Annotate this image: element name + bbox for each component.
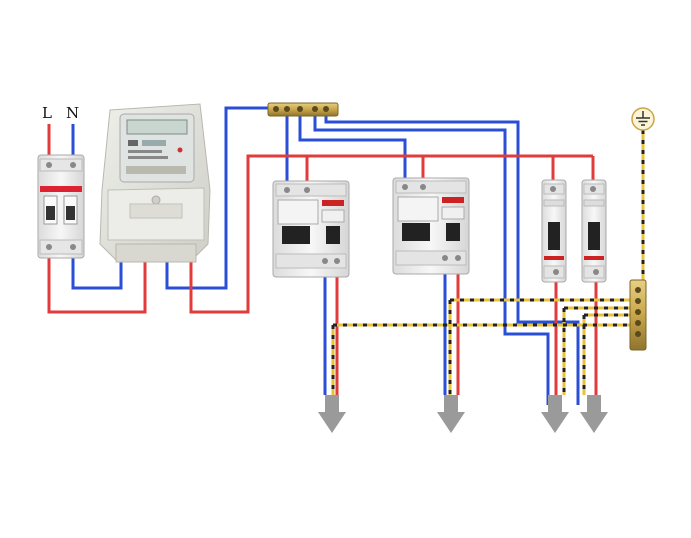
down-arrow-icon	[541, 395, 569, 433]
single-pole-circuit-breaker-icon	[541, 179, 567, 283]
earth-busbar-icon	[629, 279, 647, 351]
single-pole-circuit-breaker-icon	[581, 179, 607, 283]
electricity-meter-icon	[99, 103, 211, 263]
earth-wires	[331, 130, 645, 395]
neutral-busbar-icon	[267, 102, 339, 117]
down-arrow-icon	[318, 395, 346, 433]
neutral-wires	[71, 106, 580, 405]
ground-symbol-icon	[631, 107, 655, 131]
phase-wires	[47, 154, 598, 395]
down-arrow-icon	[580, 395, 608, 433]
line-label: L	[42, 104, 52, 122]
double-pole-circuit-breaker-icon	[37, 154, 85, 259]
neutral-label: N	[66, 104, 79, 122]
down-arrow-icon	[437, 395, 465, 433]
rcbo-breaker-icon	[392, 177, 470, 275]
rcbo-breaker-icon	[272, 180, 350, 278]
